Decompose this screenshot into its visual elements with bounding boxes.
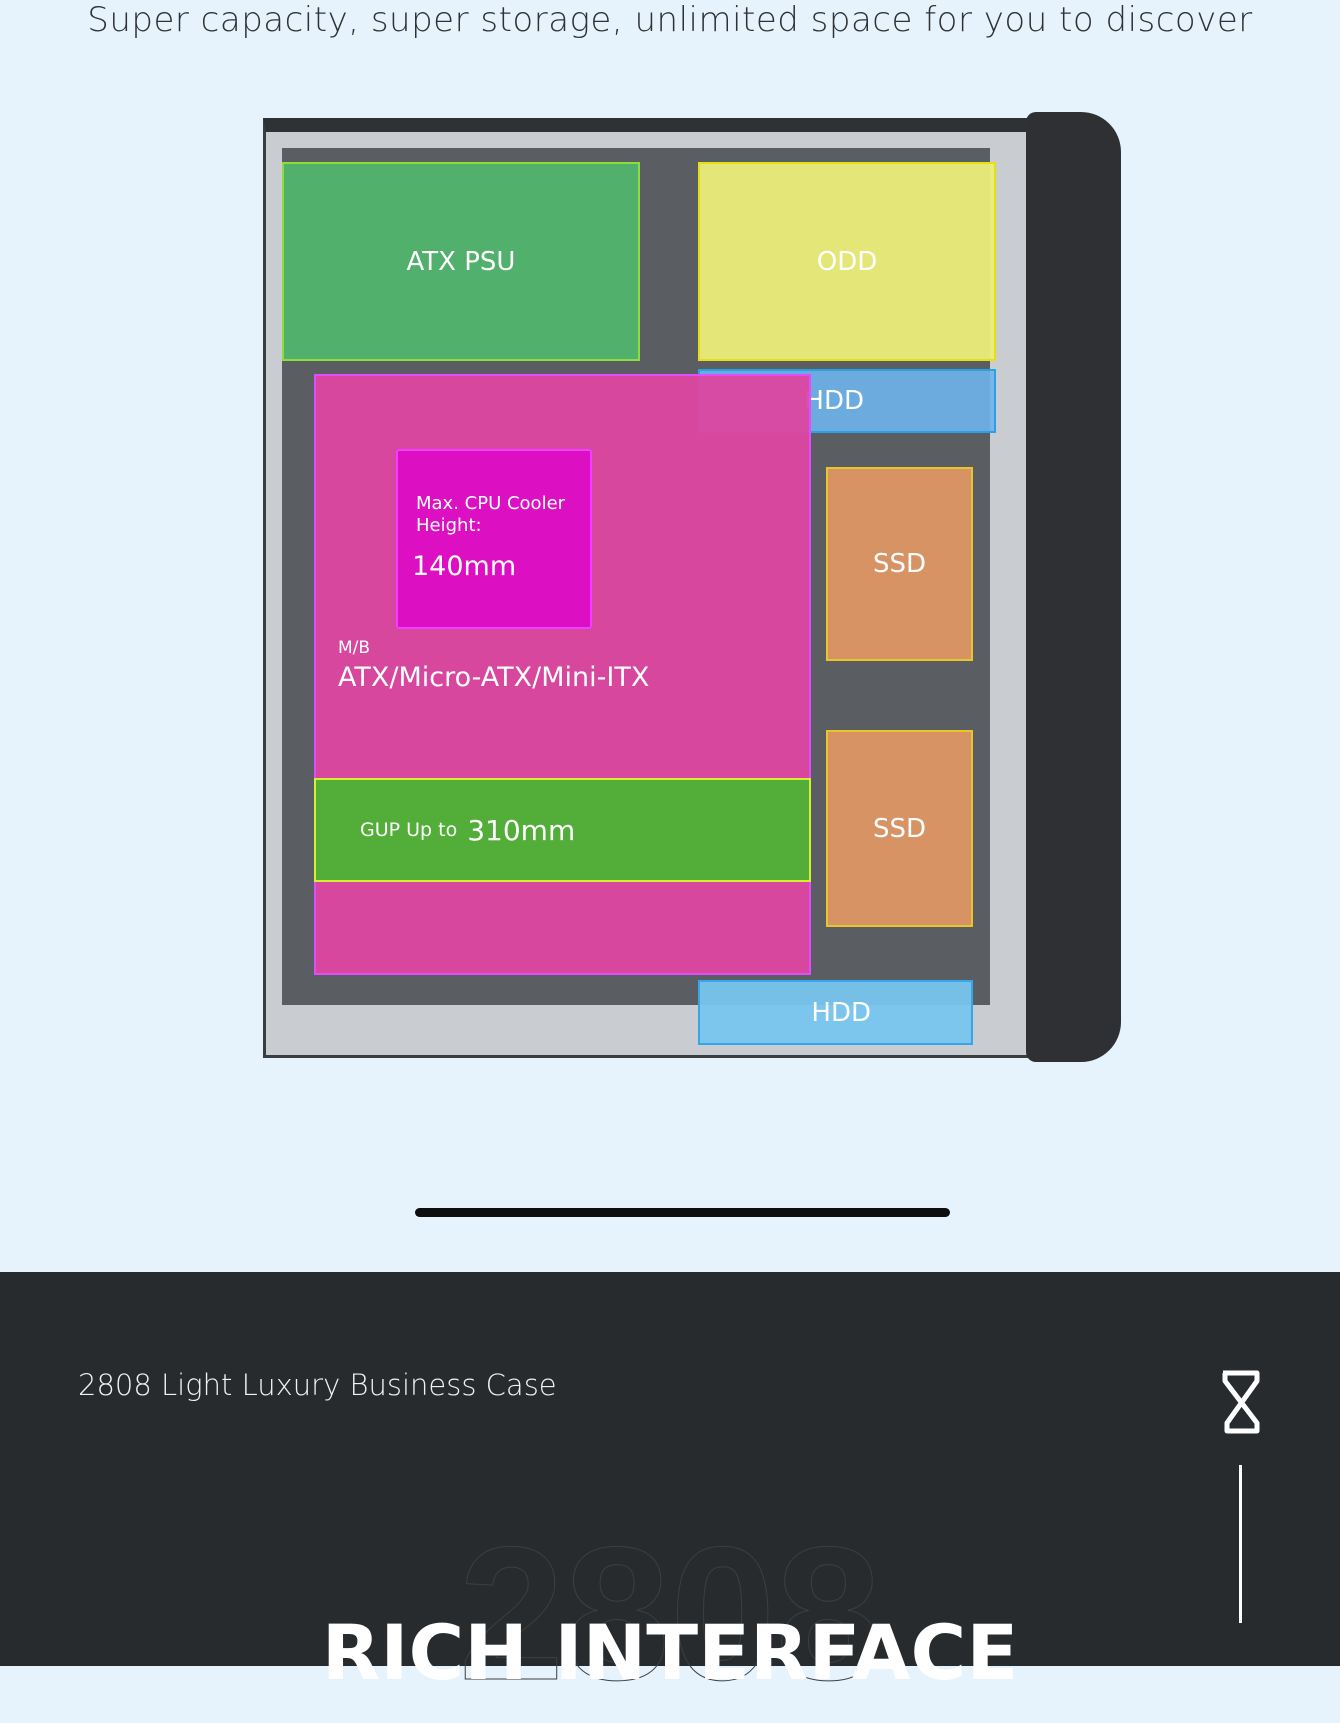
- zone-cpu-cooler: Max. CPU Cooler Height: 140mm: [396, 449, 592, 629]
- odd-label: ODD: [816, 246, 878, 277]
- zone-hdd-bottom: HDD: [698, 980, 973, 1045]
- vertical-divider: [1239, 1465, 1242, 1623]
- hourglass-logo-icon: [1222, 1370, 1260, 1434]
- cpu-value: 140mm: [412, 551, 517, 582]
- zone-ssd-2: SSD: [826, 730, 973, 927]
- ssd-2-label: SSD: [872, 813, 927, 844]
- ssd-1-label: SSD: [872, 549, 927, 579]
- cpu-label: Max. CPU Cooler Height:: [416, 493, 566, 536]
- hdd-top-label: HDD: [804, 386, 864, 416]
- divider-bar: [415, 1208, 950, 1217]
- psu-label: ATX PSU: [406, 246, 516, 277]
- mb-label: M/B: [338, 638, 371, 658]
- dark-section: [0, 1272, 1340, 1666]
- gpu-label: GUP Up to: [360, 819, 458, 841]
- hdd-bottom-label: HDD: [811, 997, 871, 1028]
- zone-ssd-1: SSD: [826, 467, 973, 661]
- case-front-panel: [1026, 112, 1121, 1062]
- section-subtitle: 2808 Light Luxury Business Case: [78, 1368, 557, 1402]
- section-heading: RICH INTERFACE: [321, 1608, 1019, 1697]
- mb-value: ATX/Micro-ATX/Mini-ITX: [338, 662, 650, 693]
- gpu-value: 310mm: [467, 813, 576, 847]
- zone-psu: ATX PSU: [282, 162, 640, 361]
- zone-gpu: GUP Up to 310mm: [314, 778, 811, 882]
- page-tagline: Super capacity, super storage, unlimited…: [87, 0, 1253, 40]
- zone-odd: ODD: [698, 162, 996, 361]
